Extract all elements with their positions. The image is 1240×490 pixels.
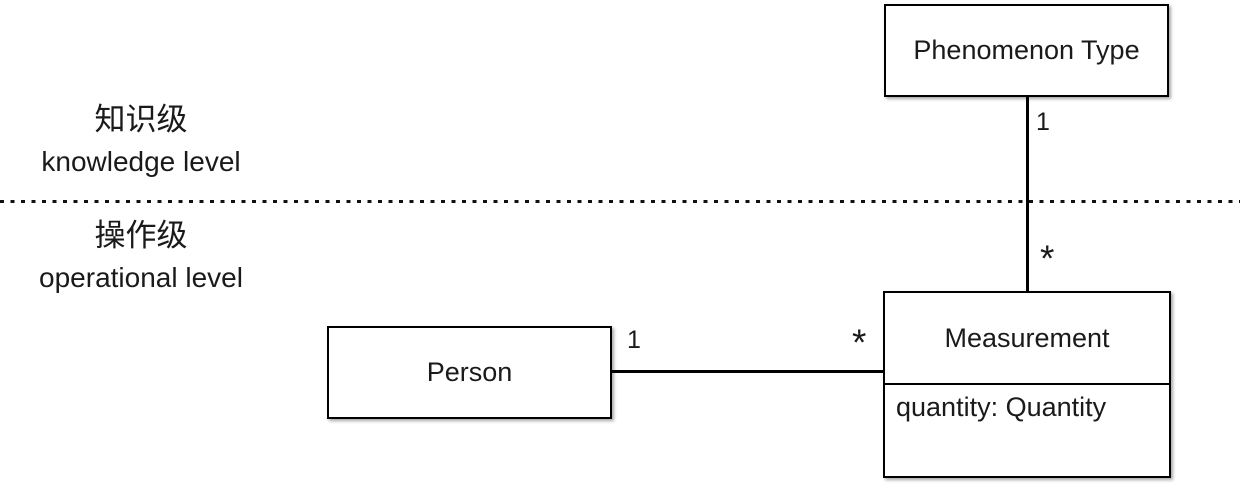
multiplicity-person-end: 1 (627, 326, 641, 354)
knowledge-level-label-en: knowledge level (41, 146, 241, 177)
multiplicity-measurement-end-horizontal: * (852, 322, 867, 363)
knowledge-level-label: 知识级 knowledge level (0, 99, 282, 183)
operational-level-label: 操作级 operational level (0, 215, 282, 299)
class-box-phenomenon-type: Phenomenon Type (884, 4, 1169, 97)
knowledge-level-label-zh: 知识级 (94, 102, 188, 137)
multiplicity-measurement-end-vertical: * (1040, 238, 1055, 279)
class-name-phenomenon-type: Phenomenon Type (913, 35, 1140, 65)
class-name-measurement: Measurement (885, 293, 1169, 385)
class-attributes-measurement: quantity: Quantity (885, 385, 1169, 423)
operational-level-label-zh: 操作级 (94, 218, 188, 253)
attribute-quantity: quantity: Quantity (896, 392, 1107, 422)
operational-level-label-en: operational level (39, 262, 243, 293)
class-box-measurement: Measurement quantity: Quantity (883, 291, 1171, 478)
level-separator-dotted-line (0, 200, 1240, 203)
association-line-person-measurement (611, 370, 884, 373)
multiplicity-phenomenontype-end: 1 (1036, 108, 1050, 136)
class-name-person: Person (426, 357, 513, 387)
association-line-phenomenontype-measurement (1026, 96, 1029, 292)
class-box-person: Person (327, 326, 612, 419)
